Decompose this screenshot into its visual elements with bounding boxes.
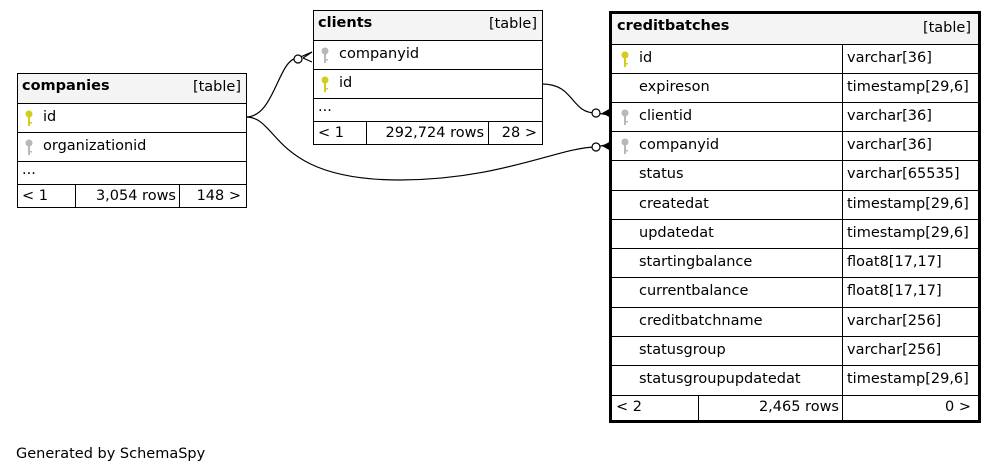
- footer-children[interactable]: 28 >: [501, 125, 537, 141]
- footer-children[interactable]: 148 >: [196, 188, 241, 204]
- edge-crowfoot: [602, 141, 611, 151]
- edge-crowfoot: [602, 108, 611, 118]
- generated-by-note: Generated by SchemaSpy: [16, 446, 206, 462]
- column-row[interactable]: organizationid: [18, 133, 246, 162]
- row-count: 2,465 rows: [758, 399, 839, 415]
- column-row[interactable]: id: [18, 104, 246, 133]
- footer-parents[interactable]: < 1: [318, 125, 344, 141]
- column-type: timestamp[29,6]: [847, 79, 969, 95]
- column-name: id: [339, 75, 353, 91]
- more-columns-row: ...: [18, 162, 246, 185]
- table-name: creditbatches: [617, 18, 730, 34]
- foreign-key-icon: [321, 47, 329, 63]
- foreign-key-icon: [25, 139, 33, 155]
- column-name: createdat: [639, 196, 709, 212]
- column-name: organizationid: [43, 138, 147, 154]
- edge-companies-clients: [245, 51, 313, 118]
- foreign-key-icon: [621, 138, 629, 154]
- column-row[interactable]: id: [314, 70, 542, 99]
- edge-optional-marker: [591, 108, 601, 118]
- column-row[interactable]: createdat timestamp[29,6]: [612, 191, 978, 220]
- ellipsis: ...: [318, 99, 332, 115]
- column-name: creditbatchname: [639, 313, 763, 329]
- table-name: clients: [318, 15, 373, 31]
- column-name: statusgroupupdatedat: [639, 371, 801, 387]
- creditbatches-header[interactable]: creditbatches [table]: [612, 14, 978, 45]
- column-name: companyid: [339, 46, 420, 62]
- column-row[interactable]: expireson timestamp[29,6]: [612, 74, 978, 103]
- column-type: timestamp[29,6]: [847, 371, 969, 387]
- edge-crowfoot: [302, 51, 313, 63]
- column-type: timestamp[29,6]: [847, 225, 969, 241]
- column-type: varchar[36]: [847, 108, 932, 124]
- column-name: currentbalance: [639, 283, 749, 299]
- column-row[interactable]: companyid: [314, 41, 542, 70]
- column-row[interactable]: companyid varchar[36]: [612, 132, 978, 161]
- column-row[interactable]: id varchar[36]: [612, 45, 978, 74]
- column-row[interactable]: creditbatchname varchar[256]: [612, 308, 978, 337]
- column-name: updatedat: [639, 225, 714, 241]
- column-type: timestamp[29,6]: [847, 196, 969, 212]
- column-type: varchar[256]: [847, 313, 942, 329]
- column-name: id: [43, 109, 57, 125]
- clients-header[interactable]: clients [table]: [314, 11, 542, 41]
- table-footer: < 2 2,465 rows 0 >: [612, 396, 978, 420]
- row-count: 3,054 rows: [95, 188, 176, 204]
- table-name: companies: [22, 78, 110, 94]
- companies-header[interactable]: companies [table]: [18, 74, 246, 104]
- column-row[interactable]: statusgroup varchar[256]: [612, 337, 978, 366]
- edge-optional-marker: [293, 54, 303, 64]
- column-row[interactable]: clientid varchar[36]: [612, 103, 978, 132]
- column-name: startingbalance: [639, 254, 753, 270]
- table-footer: < 1 3,054 rows 148 >: [18, 185, 246, 207]
- foreign-key-icon: [621, 109, 629, 125]
- row-count: 292,724 rows: [385, 125, 485, 141]
- edge-companies-creditbatches: [245, 116, 611, 181]
- column-row[interactable]: startingbalance float8[17,17]: [612, 249, 978, 278]
- column-type: varchar[36]: [847, 137, 932, 153]
- creditbatches-table[interactable]: creditbatches [table] id varchar[36] expir…: [609, 11, 981, 423]
- column-name: companyid: [639, 137, 720, 153]
- column-row[interactable]: status varchar[65535]: [612, 161, 978, 191]
- column-row[interactable]: statusgroupupdatedat timestamp[29,6]: [612, 366, 978, 396]
- table-type: [table]: [922, 20, 971, 36]
- column-type: float8[17,17]: [847, 283, 942, 299]
- column-name: statusgroup: [639, 342, 726, 358]
- companies-table[interactable]: companies [table] id organizationid ... …: [17, 73, 247, 208]
- more-columns-row: ...: [314, 99, 542, 122]
- primary-key-icon: [321, 76, 329, 92]
- column-name: clientid: [639, 108, 693, 124]
- table-footer: < 1 292,724 rows 28 >: [314, 122, 542, 144]
- table-type: [table]: [488, 16, 537, 32]
- column-name: status: [639, 166, 684, 182]
- column-type: float8[17,17]: [847, 254, 942, 270]
- clients-table[interactable]: clients [table] companyid id ... < 1 292…: [313, 10, 543, 145]
- footer-parents[interactable]: < 1: [22, 188, 48, 204]
- footer-parents[interactable]: < 2: [616, 399, 642, 415]
- column-name: id: [639, 50, 653, 66]
- column-type: varchar[256]: [847, 342, 942, 358]
- primary-key-icon: [621, 51, 629, 67]
- edge-optional-marker: [591, 142, 601, 152]
- column-row[interactable]: currentbalance float8[17,17]: [612, 278, 978, 308]
- creditbatches-columns: id varchar[36] expireson timestamp[29,6] cli…: [612, 45, 978, 396]
- column-type: varchar[36]: [847, 50, 932, 66]
- ellipsis: ...: [22, 162, 36, 178]
- column-type: varchar[65535]: [847, 166, 960, 182]
- edge-clients-creditbatches: [541, 83, 611, 116]
- primary-key-icon: [25, 110, 33, 126]
- footer-children[interactable]: 0 >: [945, 399, 971, 415]
- column-name: expireson: [639, 79, 710, 95]
- column-row[interactable]: updatedat timestamp[29,6]: [612, 220, 978, 249]
- table-type: [table]: [192, 79, 241, 95]
